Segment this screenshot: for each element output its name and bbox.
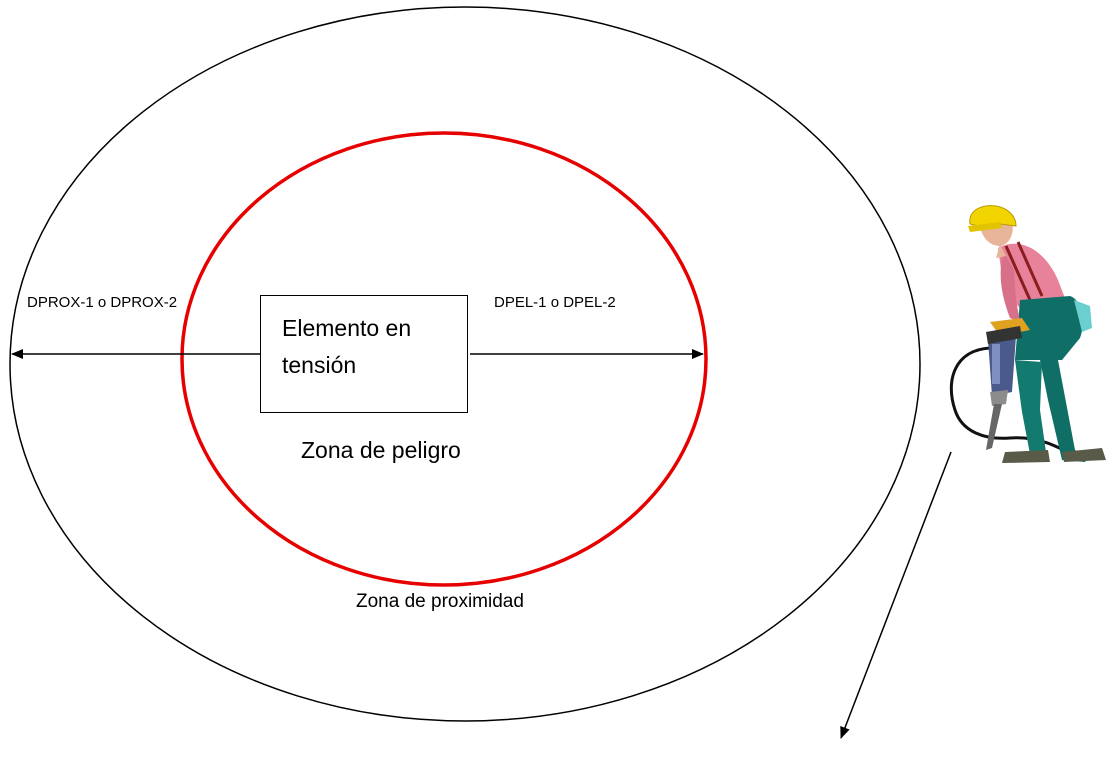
proximity-zone-label: Zona de proximidad bbox=[356, 591, 524, 612]
dpel-label: DPEL-1 o DPEL-2 bbox=[494, 294, 616, 311]
live-element-box: Elemento en tensión bbox=[260, 295, 468, 413]
live-element-label-line-2: tensión bbox=[282, 352, 357, 378]
worker-with-jackhammer-icon bbox=[949, 205, 1106, 463]
live-element-label-line-1: Elemento en bbox=[282, 315, 412, 341]
proximity-zone-ellipse bbox=[9, 6, 921, 722]
danger-zone-ellipse bbox=[180, 131, 708, 587]
worker-direction-arrow bbox=[840, 451, 952, 739]
danger-zone-label: Zona de peligro bbox=[301, 437, 461, 463]
dprox-label: DPROX-1 o DPROX-2 bbox=[27, 294, 178, 311]
